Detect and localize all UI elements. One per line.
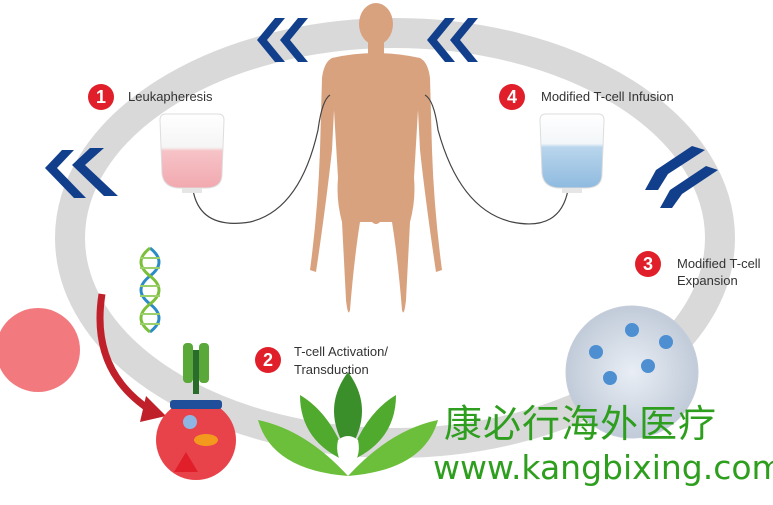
watermark-url: www.kangbixing.com: [433, 448, 773, 487]
cell-membrane-icon: [170, 400, 222, 409]
chevron-left-side-icon: [45, 148, 118, 198]
arrow-head-icon: [140, 396, 166, 422]
watermark-chinese: 康必行海外医疗: [444, 402, 718, 446]
chevron-left-top-icon: [257, 18, 308, 62]
iv-line-left: [192, 94, 331, 224]
brand-logo-icon: [258, 372, 438, 476]
iv-line-right: [424, 94, 569, 225]
step-2-label-line2: Transduction: [294, 362, 369, 374]
dna-helix-icon: [139, 246, 161, 334]
blood-bag-blue-icon: [539, 113, 605, 193]
step-3-label-line2: Expansion: [677, 273, 738, 288]
step-2-badge: 2: [255, 347, 281, 373]
blood-bag-red-icon: [159, 113, 225, 193]
human-body-icon: [310, 3, 442, 313]
step-4-badge: 4: [499, 84, 525, 110]
step-2-label-line1: T-cell Activation/: [294, 344, 388, 359]
step-1-badge: 1: [88, 84, 114, 110]
car-receptor-icon: [183, 343, 209, 394]
chevron-right-top-icon: [427, 18, 478, 62]
step-3-label-line1: Modified T-cell: [677, 256, 761, 271]
cell-culture-dish-icon: [565, 305, 699, 439]
step-1-label: Leukapheresis: [128, 89, 213, 104]
step-4-label: Modified T-cell Infusion: [541, 89, 674, 104]
transduction-arrow-icon: [96, 293, 152, 413]
step-3-badge: 3: [635, 251, 661, 277]
chevron-right-side-icon: [645, 146, 718, 208]
t-cell-icon: [0, 308, 80, 392]
